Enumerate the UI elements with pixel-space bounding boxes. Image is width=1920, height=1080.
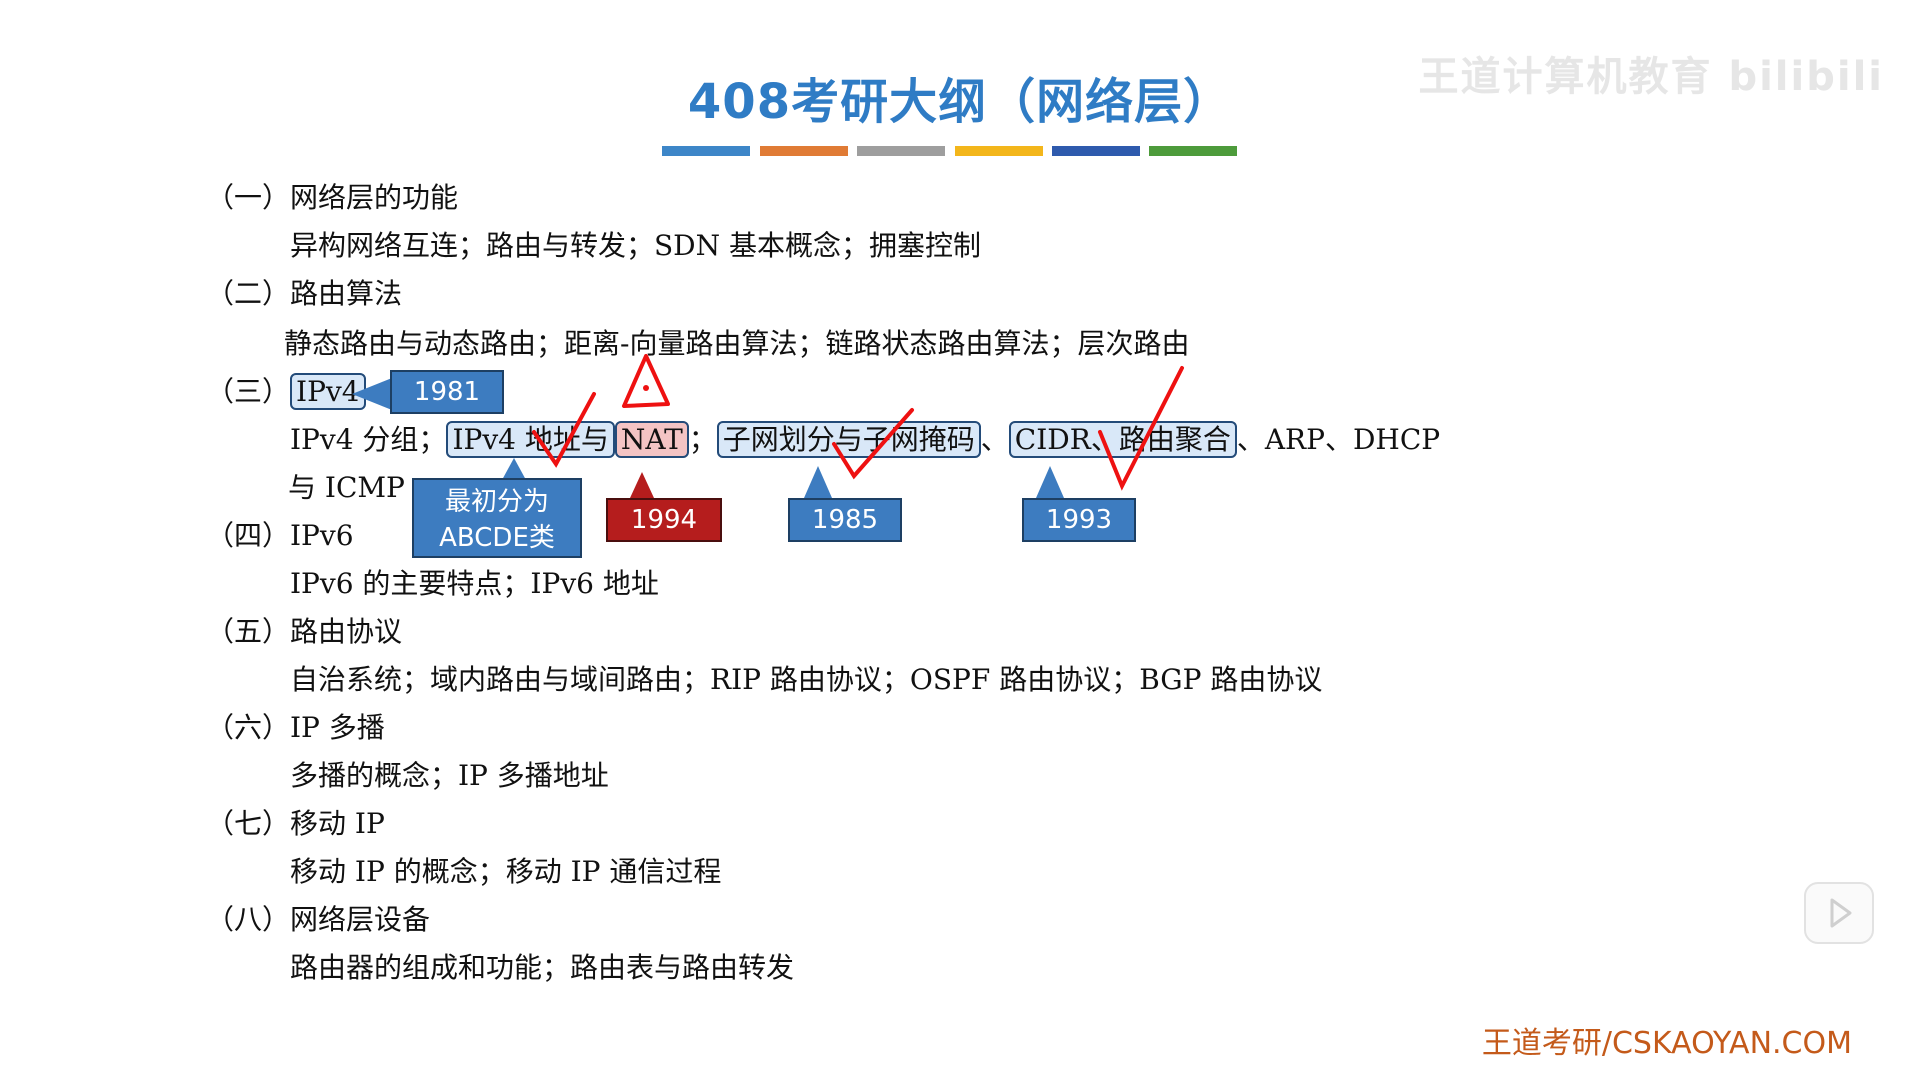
outline-desc-1: 异构网络互连；路由与转发；SDN 基本概念；拥塞控制 bbox=[290, 229, 982, 262]
cidr-highlight: CIDR、路由聚合 bbox=[1008, 421, 1237, 458]
color-bar-1 bbox=[662, 146, 750, 156]
play-icon bbox=[1830, 898, 1852, 928]
ipv4-desc-sep1: ； bbox=[688, 423, 717, 456]
color-bar-6 bbox=[1149, 146, 1237, 156]
callout-1994-pointer bbox=[630, 472, 654, 498]
ipv4-desc-tail: 、ARP、DHCP bbox=[1236, 423, 1441, 456]
callout-1985: 1985 bbox=[788, 498, 902, 542]
slide-title: 408考研大纲（网络层） bbox=[687, 74, 1233, 130]
outline-desc-6: 多播的概念；IP 多播地址 bbox=[290, 759, 609, 792]
outline-desc-3-line2: 与 ICMP bbox=[288, 471, 405, 504]
outline-desc-5: 自治系统；域内路由与域间路由；RIP 路由协议；OSPF 路由协议；BGP 路由… bbox=[290, 663, 1323, 696]
play-button[interactable] bbox=[1804, 882, 1874, 944]
outline-desc-7: 移动 IP 的概念；移动 IP 通信过程 bbox=[290, 855, 722, 888]
outline-desc-8: 路由器的组成和功能；路由表与路由转发 bbox=[290, 951, 795, 984]
callout-abcde-line1: 最初分为 bbox=[444, 487, 549, 517]
outline-desc-4: IPv6 的主要特点；IPv6 地址 bbox=[290, 567, 659, 600]
outline-head-4: （四）IPv6 bbox=[206, 519, 354, 552]
callout-abcde: 最初分为 ABCDE类 bbox=[412, 478, 582, 558]
checkmark-subnet-icon bbox=[832, 408, 914, 480]
outline-head-1: （一）网络层的功能 bbox=[206, 181, 459, 214]
checkmark-cidr-icon bbox=[1098, 366, 1184, 491]
ipv4-address-highlight: IPv4 地址与 bbox=[446, 421, 615, 458]
checkmark-ipv4-address-icon bbox=[532, 392, 596, 468]
nat-highlight: NAT bbox=[614, 421, 689, 458]
callout-abcde-line2: ABCDE类 bbox=[439, 523, 555, 553]
subnet-highlight: 子网划分与子网掩码 bbox=[716, 421, 981, 458]
outline-head-7: （七）移动 IP bbox=[206, 807, 385, 840]
callout-1981: 1981 bbox=[390, 370, 504, 414]
color-bar-4 bbox=[955, 146, 1043, 156]
color-bar-3 bbox=[857, 146, 945, 156]
warning-triangle-icon bbox=[622, 354, 670, 408]
callout-1981-pointer bbox=[352, 378, 392, 410]
callout-1993-pointer bbox=[1036, 466, 1064, 498]
outline-head-3: （三）IPv4 bbox=[206, 373, 366, 410]
ipv4-desc-prefix: IPv4 分组； bbox=[290, 423, 447, 456]
callout-abcde-pointer bbox=[502, 458, 526, 480]
outline-desc-2: 静态路由与动态路由；距离-向量路由算法；链路状态路由算法；层次路由 bbox=[284, 327, 1190, 360]
watermark: 王道计算机教育 bilibili bbox=[1418, 54, 1884, 100]
outline-head-2: （二）路由算法 bbox=[206, 277, 403, 310]
callout-1993: 1993 bbox=[1022, 498, 1136, 542]
outline-head-3-prefix: （三） bbox=[206, 375, 291, 408]
outline-head-6: （六）IP 多播 bbox=[206, 711, 385, 744]
callout-1985-pointer bbox=[804, 466, 832, 498]
color-bar-5 bbox=[1052, 146, 1140, 156]
footer-brand: 王道考研/CSKAOYAN.COM bbox=[1481, 1026, 1852, 1061]
color-bar-2 bbox=[760, 146, 848, 156]
callout-1994: 1994 bbox=[606, 498, 722, 542]
outline-head-8: （八）网络层设备 bbox=[206, 903, 431, 936]
outline-head-5: （五）路由协议 bbox=[206, 615, 403, 648]
ipv4-desc-sep2: 、 bbox=[980, 423, 1009, 456]
